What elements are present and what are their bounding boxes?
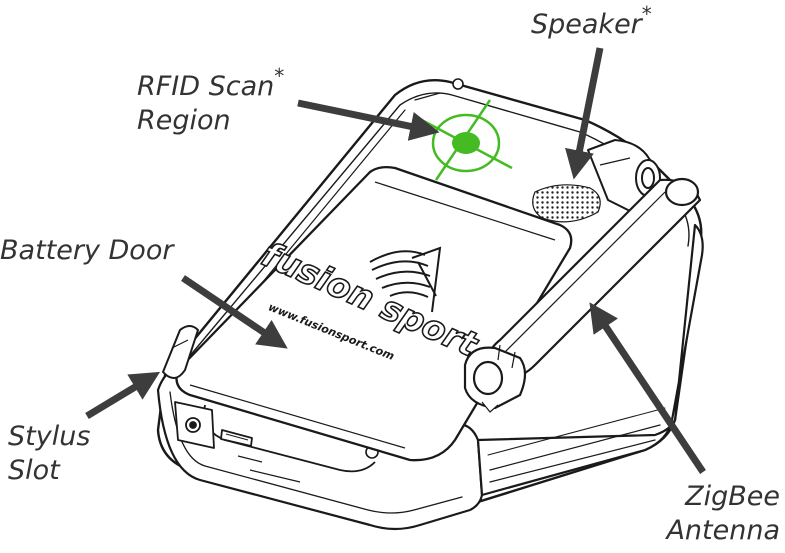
- zigbee-arrow: [589, 302, 706, 474]
- speaker-label: Speaker*: [531, 2, 652, 40]
- speaker-arrow: [565, 47, 604, 180]
- rfid-label: RFID Scan* Region: [137, 64, 285, 136]
- battery-door-label: Battery Door: [0, 235, 174, 266]
- zigbee-antenna: [463, 177, 702, 413]
- device-right-shell: [476, 223, 704, 497]
- battery-arrow: [181, 275, 288, 349]
- speaker-grille-icon: [532, 184, 601, 223]
- callout-arrows: [85, 47, 706, 474]
- usb-port: [220, 429, 253, 447]
- zigbee-antenna-label: ZigBee Antenna: [666, 481, 780, 546]
- stylus-arrow: [85, 371, 161, 419]
- stylus-slot: [162, 325, 199, 379]
- rfid-arrow: [297, 99, 440, 141]
- front-connectors: [174, 401, 301, 483]
- fusion-wave-logo-icon: [369, 246, 442, 313]
- stylus-slot-label: Stylus Slot: [8, 421, 91, 486]
